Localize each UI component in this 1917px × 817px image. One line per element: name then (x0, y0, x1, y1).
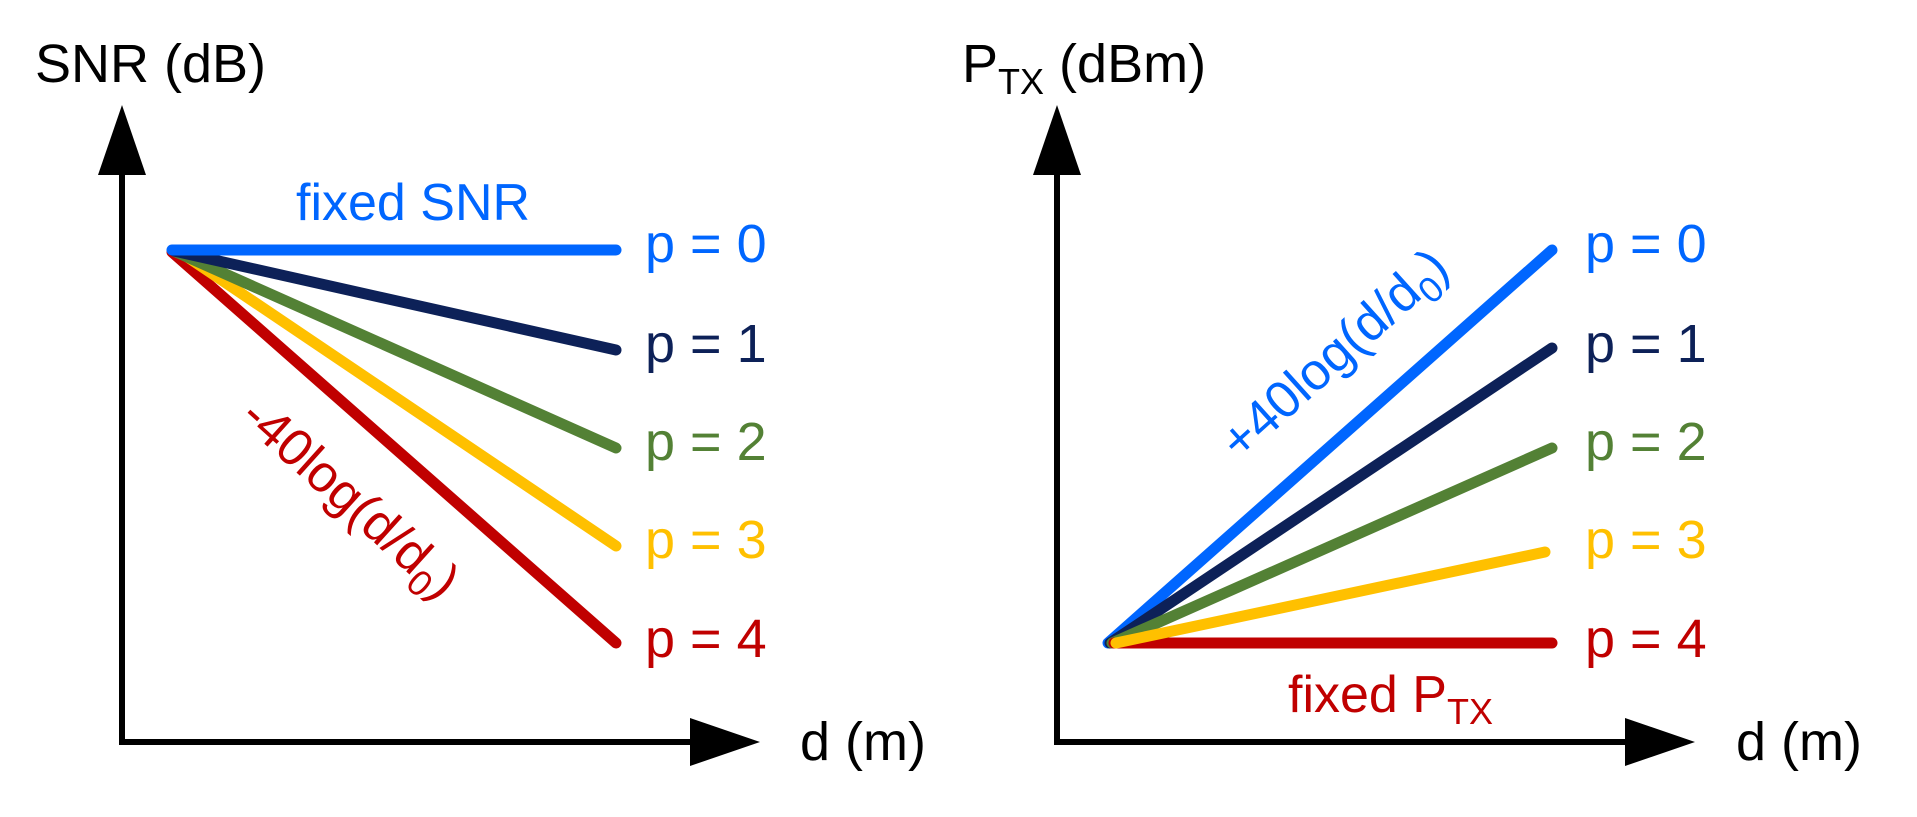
right-fixed-ptx-sub: TX (1447, 691, 1493, 732)
left-y-axis-title: SNR (dB) (35, 34, 266, 94)
right-y-axis-title-end: (dBm) (1044, 34, 1206, 94)
right-panel: PTX (dBm) d (m) p = 0 p = 1 p = 2 p = 3 … (962, 34, 1862, 772)
right-slope-annotation-main: +40log(d/d (1209, 262, 1432, 471)
left-y-arrowhead (98, 105, 146, 175)
left-series-line-p3 (174, 246, 622, 552)
left-x-axis-title: d (m) (800, 712, 926, 772)
right-series-label-p1: p = 1 (1585, 314, 1707, 374)
left-slope-annotation-main: -40log(d/d (230, 386, 443, 586)
left-series-label-p4: p = 4 (645, 609, 767, 669)
right-x-arrowhead (1625, 718, 1695, 766)
left-series-line-p1 (168, 245, 622, 356)
right-series-label-p2: p = 2 (1585, 412, 1707, 472)
right-y-arrowhead (1033, 105, 1081, 175)
left-x-arrowhead (690, 718, 760, 766)
right-y-axis-title: PTX (dBm) (962, 34, 1206, 102)
right-x-axis-title: d (m) (1736, 712, 1862, 772)
left-series-label-p0: p = 0 (645, 214, 767, 274)
right-fixed-ptx-main: fixed P (1288, 666, 1447, 724)
left-series-line-p2 (170, 246, 622, 454)
right-series-label-p4: p = 4 (1585, 609, 1707, 669)
right-series-line-p0 (1102, 244, 1558, 649)
left-series-line-p4 (166, 246, 622, 649)
right-series-line-p2 (1106, 442, 1558, 649)
left-fixed-snr-annotation: fixed SNR (296, 174, 530, 232)
right-y-axis-title-main: P (962, 34, 998, 94)
right-y-axis-title-sub: TX (998, 61, 1044, 102)
left-series-label-p1: p = 1 (645, 314, 767, 374)
left-panel: SNR (dB) d (m) p = 0 p = 1 p = 2 p = 3 p… (35, 34, 926, 772)
right-series-label-p0: p = 0 (1585, 214, 1707, 274)
right-series-line-p3 (1110, 546, 1551, 649)
left-series-label-p3: p = 3 (645, 510, 767, 570)
right-series-line-p1 (1104, 342, 1558, 649)
right-series-label-p3: p = 3 (1585, 510, 1707, 570)
right-fixed-ptx-annotation: fixed PTX (1288, 666, 1493, 732)
left-series-label-p2: p = 2 (645, 412, 767, 472)
